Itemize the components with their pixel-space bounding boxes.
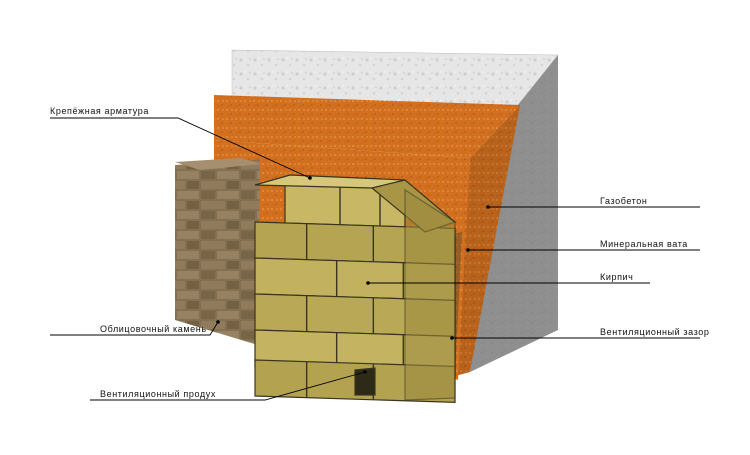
- label-brick: Кирпич: [600, 272, 634, 282]
- aerated-concrete-block: [231, 49, 559, 372]
- brick-side-face: [404, 188, 456, 401]
- label-mineral-wool: Минеральная вата: [600, 239, 688, 249]
- label-fastening-rebar: Крепёжная арматура: [50, 106, 149, 116]
- leader-lines: [50, 117, 700, 401]
- leader-dots: [216, 176, 490, 374]
- label-facing-stone: Облицовочный камень: [100, 324, 207, 334]
- brick-wall: [254, 174, 457, 404]
- label-aerated-concrete: Газобетон: [600, 196, 648, 206]
- leader-line-facing-stone: [50, 321, 219, 336]
- leader-line-fastening-rebar: [50, 117, 311, 179]
- facing-stone-layer: [175, 158, 262, 345]
- label-ventilation-vent: Вентиляционный продух: [100, 389, 216, 399]
- ventilation-vent-opening: [354, 367, 376, 396]
- leader-line-ventilation-vent: [90, 371, 366, 401]
- label-ventilation-gap: Вентиляционный зазор: [600, 327, 710, 337]
